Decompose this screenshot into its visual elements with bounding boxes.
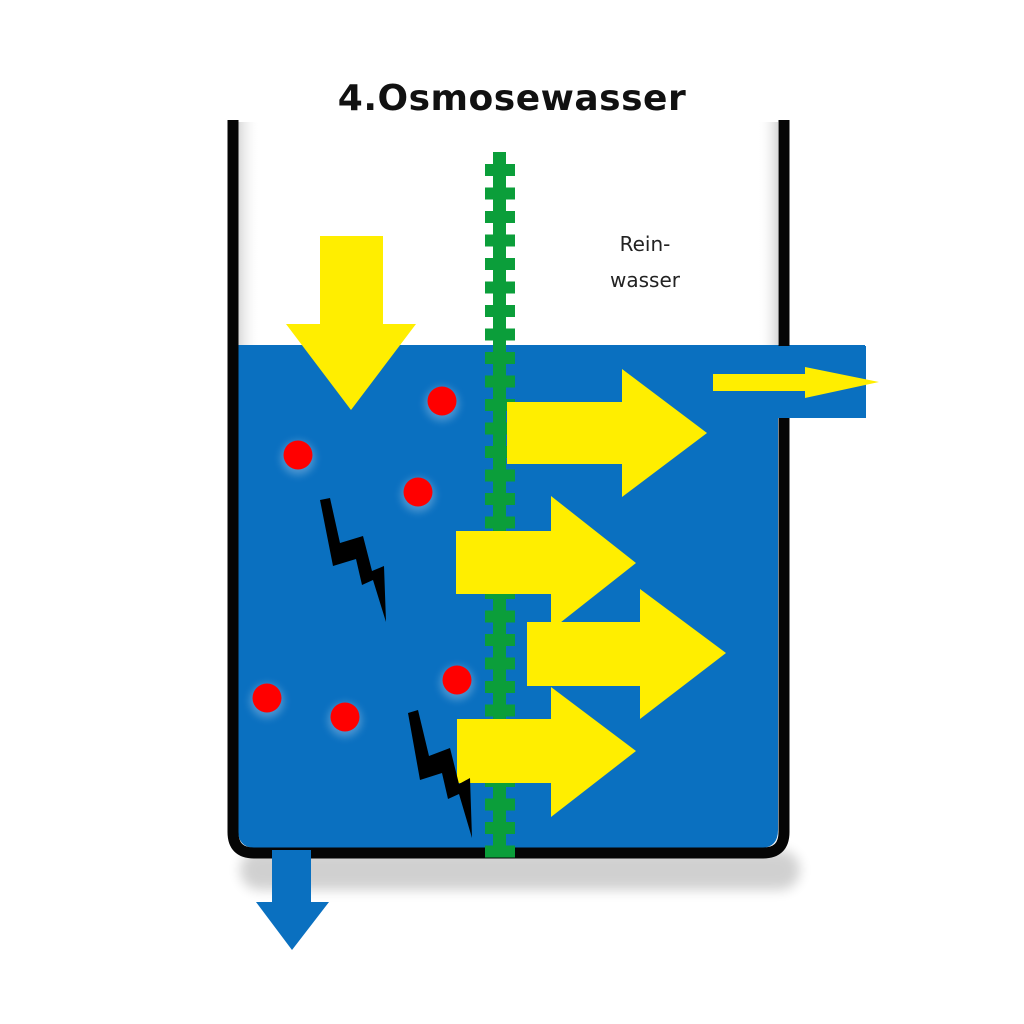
drain-arrow bbox=[256, 850, 329, 950]
tank-shadow bbox=[240, 850, 800, 890]
membrane-tooth bbox=[485, 234, 515, 247]
membrane-tooth bbox=[485, 305, 515, 317]
wall-shade-right bbox=[758, 122, 778, 346]
outlet-arrow bbox=[713, 367, 879, 398]
membrane-tooth bbox=[485, 822, 515, 834]
lightning-icon bbox=[408, 710, 472, 838]
membrane-tooth bbox=[485, 798, 515, 811]
diagram-title: 4.Osmosewasser bbox=[337, 78, 687, 119]
membrane-tooth bbox=[485, 352, 515, 364]
salt-particle bbox=[330, 702, 360, 732]
feed-arrow bbox=[286, 236, 416, 410]
pure-water-label-line1: Rein- bbox=[619, 232, 671, 256]
flow-arrow-4 bbox=[457, 687, 636, 817]
membrane-tooth bbox=[485, 516, 515, 529]
membrane-tooth bbox=[485, 704, 515, 717]
flow-arrow-3 bbox=[527, 589, 726, 719]
membrane-tooth bbox=[485, 469, 515, 482]
salt-particle bbox=[403, 477, 433, 507]
membrane-tooth bbox=[485, 211, 515, 223]
flow-arrow-2 bbox=[456, 496, 636, 630]
membrane-tooth bbox=[485, 845, 515, 858]
membrane-tooth bbox=[485, 328, 515, 341]
lightning-icon bbox=[320, 498, 386, 622]
membrane-tooth bbox=[485, 634, 515, 646]
salt-particle bbox=[252, 683, 282, 713]
salt-particle bbox=[283, 440, 313, 470]
membrane-tooth bbox=[485, 187, 515, 200]
salt-particles bbox=[250, 386, 474, 737]
salt-particle bbox=[427, 386, 457, 416]
membrane-tooth bbox=[485, 281, 515, 294]
salt-particle bbox=[442, 665, 472, 695]
membrane-tooth bbox=[485, 375, 515, 388]
membrane-tooth bbox=[485, 657, 515, 670]
wall-shade-left bbox=[238, 122, 260, 346]
pure-water-label: Rein- wasser bbox=[560, 226, 730, 298]
pure-water-label-line2: wasser bbox=[610, 268, 680, 292]
membrane-tooth bbox=[485, 164, 515, 176]
membrane-tooth bbox=[485, 493, 515, 505]
membrane-tooth bbox=[485, 258, 515, 270]
membrane-tooth bbox=[485, 681, 515, 693]
flow-arrow-1 bbox=[507, 369, 707, 497]
membrane-tooth bbox=[485, 610, 515, 623]
